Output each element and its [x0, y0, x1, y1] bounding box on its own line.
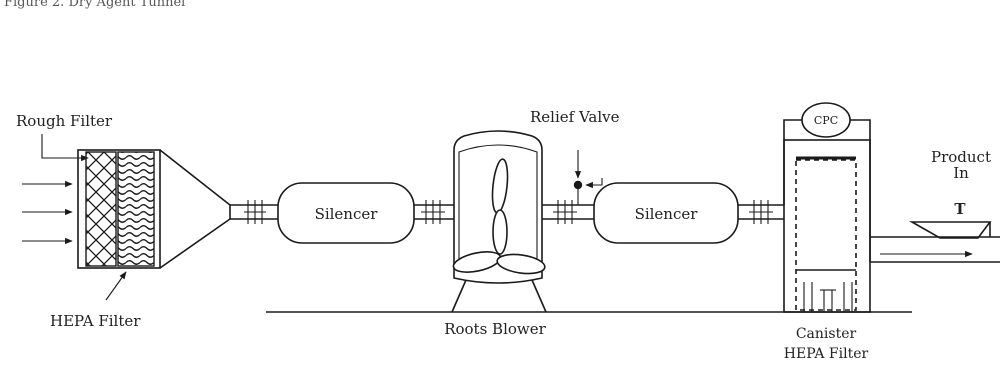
relief-valve-label: Relief Valve	[530, 108, 620, 126]
rough-filter-leader	[41, 134, 89, 162]
hepa-filter-leader	[105, 271, 127, 301]
figure-header: Figure 2. Dry Agent Tunnel	[4, 0, 185, 10]
product-inlet-duct	[869, 221, 1000, 263]
inlet-airflow-arrows	[22, 180, 73, 245]
roots-blower-label: Roots Blower	[444, 320, 546, 338]
silencer-right: Silencer	[593, 182, 739, 244]
pipe-coupling-2	[414, 200, 454, 224]
silencer-right-label: Silencer	[635, 205, 699, 223]
pipe-coupling-3	[542, 200, 594, 224]
inlet-filter-housing	[77, 149, 231, 269]
product-t-label: T	[954, 200, 966, 218]
roots-blower	[451, 130, 547, 313]
pipe-coupling-4	[738, 200, 784, 224]
rough-filter-element	[85, 151, 117, 267]
silencer-left-label: Silencer	[315, 205, 379, 223]
silencer-left: Silencer	[277, 182, 415, 244]
canister-hepa-filter	[783, 139, 871, 313]
hepa-filter-label: HEPA Filter	[50, 312, 141, 330]
canister-label-line1: Canister	[796, 326, 857, 342]
cpc-instrument: CPC	[783, 102, 871, 237]
rough-filter-label: Rough Filter	[16, 112, 113, 130]
relief-valve	[573, 150, 603, 205]
canister-label-line2: HEPA Filter	[784, 346, 869, 362]
hepa-filter-element	[117, 151, 155, 267]
pipe-coupling-1	[230, 200, 278, 224]
product-in-label-line1: Product	[931, 148, 991, 166]
product-in-label-line2: In	[953, 164, 969, 182]
cpc-label: CPC	[814, 114, 838, 127]
